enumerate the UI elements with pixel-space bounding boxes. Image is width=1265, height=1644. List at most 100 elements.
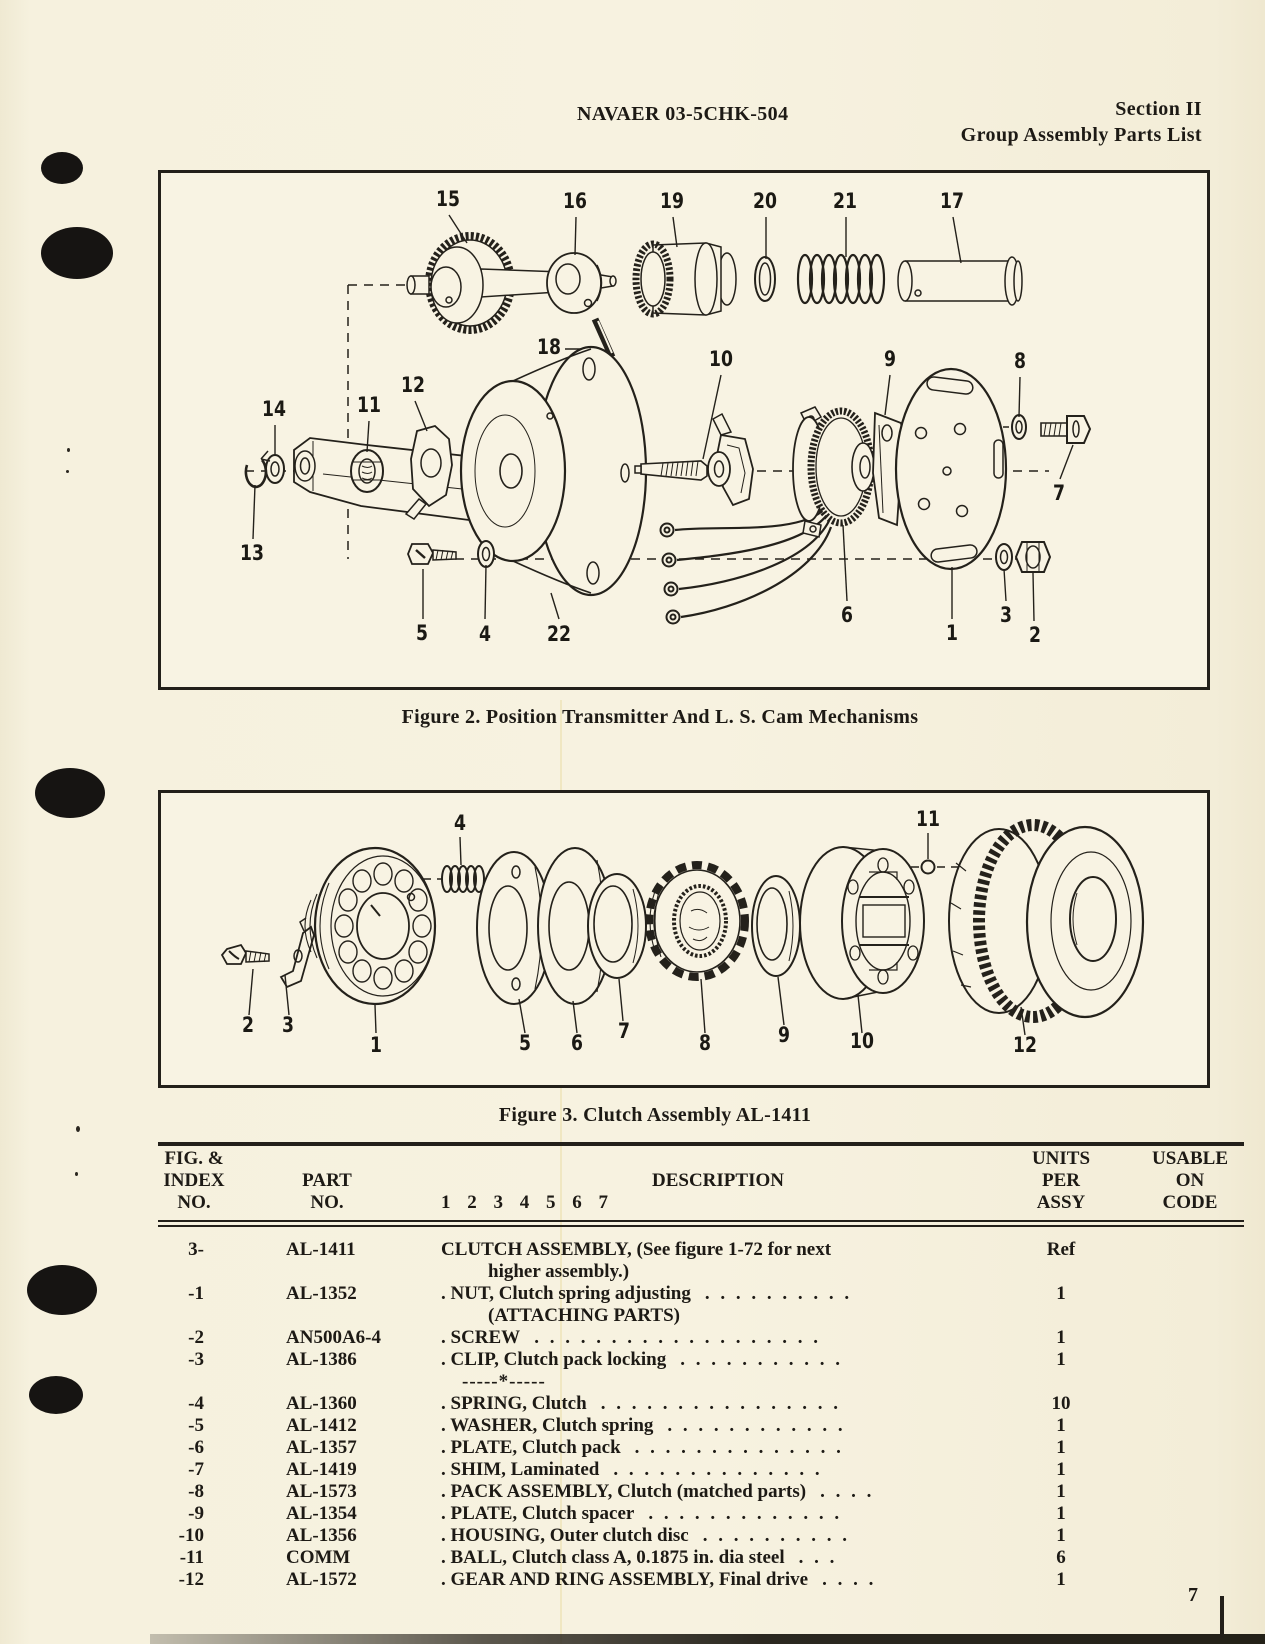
cell-units: 1 [1056,1414,1066,1436]
description-line2: (ATTACHING PARTS) [488,1304,680,1326]
cell-part-no: AL-1412 [286,1414,357,1436]
section-title: Section II [1115,98,1202,120]
cell-description: CLUTCH ASSEMBLY, (See figure 1-72 for ne… [441,1239,1001,1261]
leader-dots: . . . . . . . . . . . . . . [634,1436,844,1458]
table-row: -3 AL-1386 . CLIP, Clutch pack locking. … [158,1349,1244,1393]
fig3-callout-4: 4 [454,811,466,835]
fig3-part-shim-7 [587,873,647,979]
cell-part-no: AL-1357 [286,1436,357,1458]
fig2-callout-14: 14 [262,397,286,421]
fig3-callout-1: 1 [370,1033,382,1057]
fig3-callout-3: 3 [282,1013,294,1037]
scan-speck [75,1172,78,1176]
fig2-callout-12: 12 [401,373,425,397]
fig2-callout-22: 22 [547,622,571,646]
cell-fig-index: -1 [188,1282,204,1304]
cell-description: . HOUSING, Outer clutch disc. . . . . . … [441,1525,1001,1547]
cell-description: . BALL, Clutch class A, 0.1875 in. dia s… [441,1547,1001,1569]
fig3-callout-12: 12 [1013,1033,1037,1057]
description-text: . GEAR AND RING ASSEMBLY, Final drive [441,1568,809,1590]
fig2-callout-15: 15 [436,187,460,211]
fig2-callout-11: 11 [357,393,381,417]
cell-units: Ref [1046,1238,1076,1260]
fig2-callout-16: 16 [563,189,587,213]
cell-fig-index: -7 [188,1458,204,1480]
fig3-callout-10: 10 [850,1029,874,1053]
cell-part-no: AL-1360 [286,1392,357,1414]
fig3-part-screw-2 [220,943,270,965]
cell-fig-index: -4 [188,1392,204,1414]
fig2-callout-5: 5 [416,621,428,645]
description-line2: higher assembly.) [488,1260,630,1282]
table-row: -6 AL-1357 . PLATE, Clutch pack. . . . .… [158,1437,1244,1459]
description-text: . NUT, Clutch spring adjusting [441,1282,691,1304]
fig3-part-disc-5 [476,851,552,1005]
cell-description: . GEAR AND RING ASSEMBLY, Final drive. .… [441,1569,1001,1591]
cell-part-no: AL-1411 [286,1238,356,1260]
cell-part-no: AL-1354 [286,1502,357,1524]
cell-fig-index: 3- [188,1238,204,1260]
fig3-part-spring-4 [441,865,485,893]
cell-fig-index: -6 [188,1436,204,1458]
cell-units: 1 [1056,1502,1066,1524]
fig2-callout-20: 20 [753,189,777,213]
leader-dots: . . . . . . . . . . . . . [648,1502,843,1524]
table-row: -7 AL-1419 . SHIM, Laminated. . . . . . … [158,1459,1244,1481]
scan-edge-tick [1220,1596,1224,1638]
fig3-part-spacer-9 [751,875,801,977]
fig2-part-ring-20 [754,256,776,302]
description-text: . SCREW [441,1326,521,1348]
separator-asterisk: -----*----- [462,1370,546,1392]
cell-fig-index: -8 [188,1480,204,1502]
cell-part-no: AL-1386 [286,1348,357,1370]
fig2-callout-7: 7 [1053,481,1065,505]
fig2-part-plate-1 [894,367,1008,571]
section-subtitle: Group Assembly Parts List [960,124,1202,146]
fig2-part-shaft-lever-10 [634,412,754,507]
description-text: CLUTCH ASSEMBLY, (See figure 1-72 for ne… [441,1238,832,1260]
punch-hole [29,1376,83,1414]
page-number: 7 [1188,1584,1198,1606]
cell-fig-index: -2 [188,1326,204,1348]
fig2-part-cam-plate-12 [404,424,453,520]
table-row: -11 COMM . BALL, Clutch class A, 0.1875 … [158,1547,1244,1569]
fig2-part-washer-3 [995,543,1013,571]
fig3-part-clip-3 [279,917,315,989]
fig2-part-lockwasher-13 [244,450,271,489]
table-row: -8 AL-1573 . PACK ASSEMBLY, Clutch (matc… [158,1481,1244,1503]
description-text: . WASHER, Clutch spring [441,1414,654,1436]
cell-part-no: AN500A6-4 [286,1326,381,1348]
fig3-part-ball-11 [920,859,936,875]
cell-description: . SHIM, Laminated. . . . . . . . . . . .… [441,1459,1001,1481]
cell-units: 1 [1056,1458,1066,1480]
fig3-callout-5: 5 [519,1031,531,1055]
cell-units: 1 [1056,1282,1066,1304]
description-text: . PACK ASSEMBLY, Clutch (matched parts) [441,1480,807,1502]
col-units-header: UNITS [1031,1147,1091,1169]
cell-fig-index: -12 [178,1568,204,1590]
col-fig-index-header: NO. [177,1191,211,1213]
fig2-wire-terminals [659,522,681,625]
col-units-header: PER [1042,1169,1080,1191]
leader-dots: . . . . . . . . . . . . . . . . . . . [534,1326,821,1348]
fig3-part-pack-8 [645,861,749,981]
cell-fig-index: -10 [178,1524,204,1546]
scan-bottom-edge [150,1634,1265,1644]
table-row: -2 AN500A6-4 . SCREW . . . . . . . . . . … [158,1327,1244,1349]
fig2-callout-18: 18 [537,335,561,359]
cell-units: 1 [1056,1568,1066,1590]
fig2-callout-21: 21 [833,189,857,213]
description-text: . PLATE, Clutch spacer [441,1502,635,1524]
leader-dots: . . . . . . . . . . . [680,1348,843,1370]
fig2-part-washer-8 [1011,414,1027,440]
fig2-drawing [244,214,1092,625]
punch-hole [41,227,113,279]
cell-part-no: COMM [286,1546,351,1568]
leader-dots: . . . . . . . . . . . . . . . . [600,1392,841,1414]
table-body: 3- AL-1411 CLUTCH ASSEMBLY, (See figure … [158,1239,1244,1591]
col-part-no-header: PART [302,1169,352,1191]
fig3-callout-11: 11 [916,807,940,831]
fig2-callout-9: 9 [884,347,896,371]
cell-units: 1 [1056,1480,1066,1502]
